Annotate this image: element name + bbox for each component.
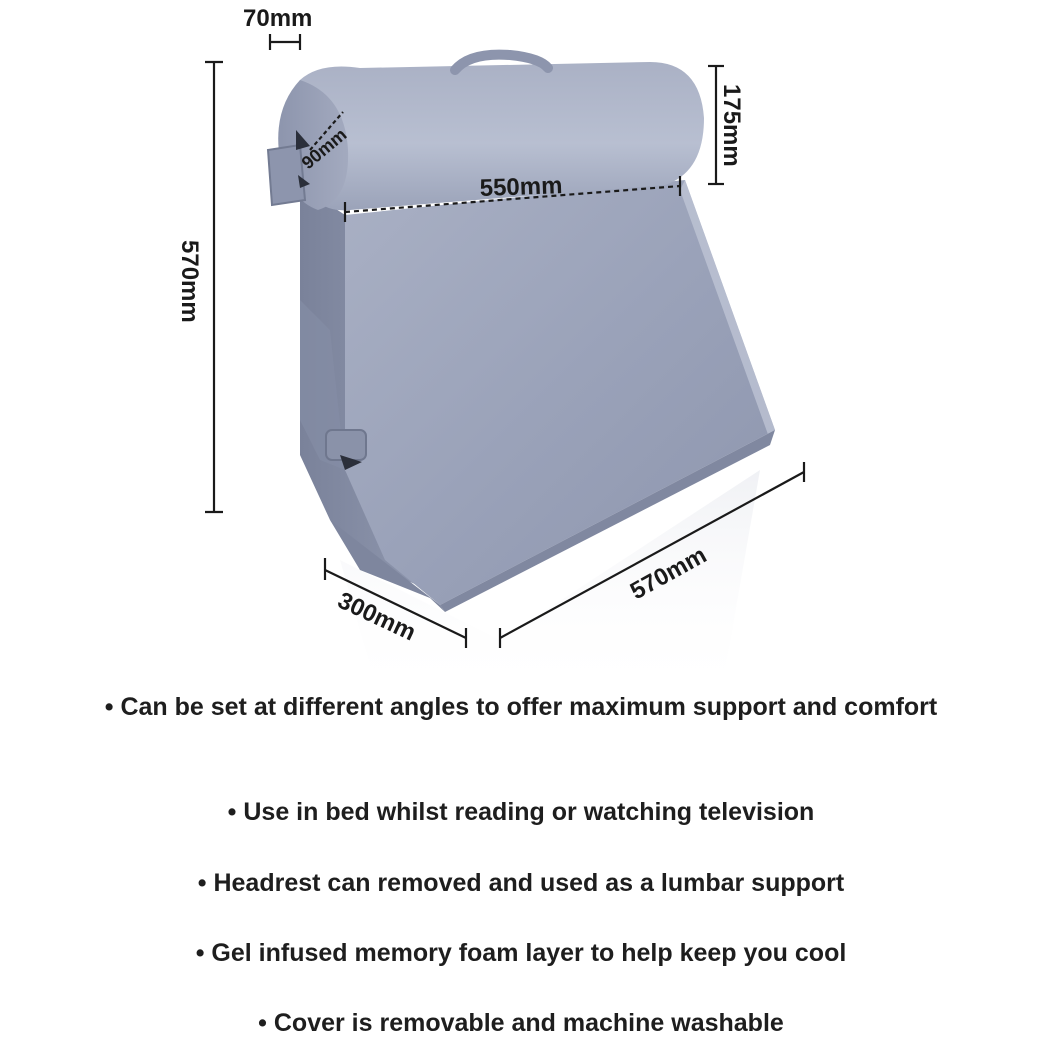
wedge-front-face	[345, 180, 775, 605]
dim-top-depth-label: 70mm	[243, 5, 312, 32]
wedge-pillow-illustration: 70mm 90mm 175mm 550mm 570mm 300mm 570mm	[176, 5, 806, 680]
dim-headrest-height-label: 175mm	[718, 84, 745, 167]
feature-item: Cover is removable and machine washable	[60, 1006, 982, 1041]
side-strap-lower	[325, 429, 367, 461]
feature-item: Use in bed whilst reading or watching te…	[60, 795, 982, 830]
feature-item: Gel infused memory foam layer to help ke…	[60, 936, 982, 971]
dim-headrest-width-label: 550mm	[479, 172, 563, 202]
dim-overall-height-label: 570mm	[176, 240, 203, 323]
feature-item: Headrest can removed and used as a lumba…	[60, 866, 982, 901]
feature-item: Can be set at different angles to offer …	[60, 690, 982, 725]
side-strap-upper	[266, 143, 307, 207]
wedge-side-panel	[300, 185, 440, 600]
headrest-roll	[290, 62, 704, 211]
carry-handle	[450, 49, 553, 75]
